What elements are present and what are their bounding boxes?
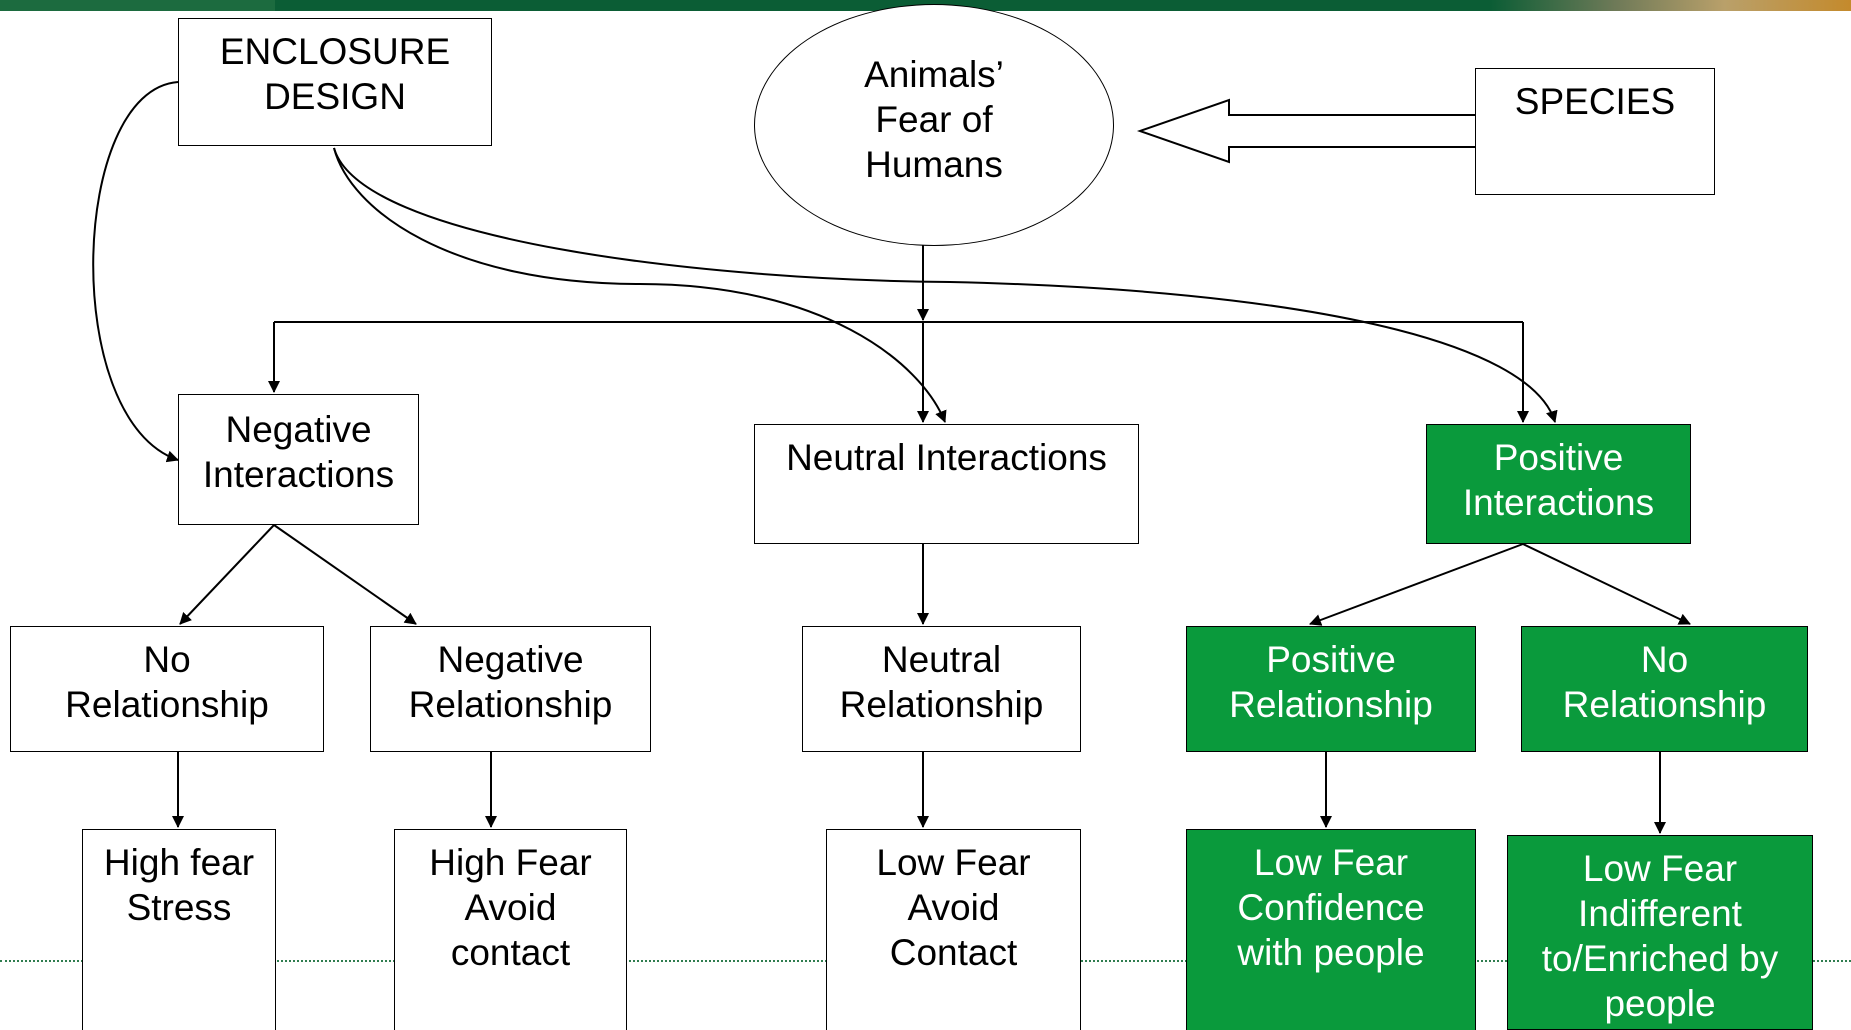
outcome-high-fear-stress-line-1: High fear [103, 842, 255, 883]
no-relationship-b-line-1: No [1640, 639, 1689, 680]
fear-line-2: Fear of [875, 99, 993, 140]
outcome-high-fear-avoid-box: High Fear Avoid contact [394, 829, 627, 1030]
outcome-low-fear-indifferent-box: Low Fear Indifferent to/Enriched by peop… [1507, 835, 1813, 1030]
neutral-relationship-box: Neutral Relationship [802, 626, 1081, 752]
outcome-low-fear-avoid-line-3: Contact [889, 932, 1018, 973]
neutral-relationship-line-2: Relationship [839, 684, 1044, 725]
no-relationship-box-negative-branch: No Relationship [10, 626, 324, 752]
negative-relationship-line-1: Negative [437, 639, 584, 680]
no-relationship-box-positive-branch: No Relationship [1521, 626, 1808, 752]
outcome-high-fear-stress-line-2: Stress [126, 887, 232, 928]
neutral-relationship-line-1: Neutral [881, 639, 1002, 680]
outcome-low-fear-indifferent-line-3: to/Enriched by [1541, 938, 1779, 979]
positive-interactions-box: Positive Interactions [1426, 424, 1691, 544]
species-hollow-arrow [1136, 98, 1475, 164]
header-bar-left-segment [0, 0, 275, 11]
positive-interactions-line-1: Positive [1493, 437, 1624, 478]
neutral-interactions-line-1: Neutral Interactions [786, 437, 1107, 478]
species-box: SPECIES [1475, 68, 1715, 195]
neutral-interactions-box: Neutral Interactions [754, 424, 1139, 544]
enclosure-design-box: ENCLOSURE DESIGN [178, 18, 492, 146]
outcome-low-fear-indifferent-line-1: Low Fear [1582, 848, 1738, 889]
connector-enclosure-to-positive [333, 147, 1558, 423]
outcome-low-fear-indifferent-line-2: Indifferent [1578, 893, 1742, 934]
no-relationship-b-line-2: Relationship [1562, 684, 1767, 725]
outcome-low-fear-indifferent-line-4: people [1604, 983, 1716, 1024]
negative-interactions-line-2: Interactions [202, 454, 395, 495]
species-line-1: SPECIES [1514, 81, 1676, 122]
positive-relationship-line-2: Relationship [1229, 684, 1433, 725]
outcome-high-fear-avoid-line-1: High Fear [429, 842, 592, 883]
outcome-low-fear-confidence-line-2: Confidence [1237, 887, 1425, 928]
outcome-low-fear-confidence-line-1: Low Fear [1253, 842, 1409, 883]
no-relationship-a-line-1: No [143, 639, 191, 680]
negative-interactions-box: Negative Interactions [178, 394, 419, 525]
enclosure-design-line-1: ENCLOSURE [219, 31, 451, 72]
outcome-low-fear-avoid-box: Low Fear Avoid Contact [826, 829, 1081, 1030]
negative-interactions-line-1: Negative [225, 409, 372, 450]
no-relationship-a-line-2: Relationship [65, 684, 269, 725]
outcome-high-fear-stress-box: High fear Stress [82, 829, 276, 1030]
connector-positive-to-positive-relationship [1309, 543, 1524, 626]
negative-relationship-line-2: Relationship [408, 684, 613, 725]
connector-negative-to-no-relationship [179, 524, 275, 625]
outcome-low-fear-confidence-box: Low Fear Confidence with people [1186, 829, 1476, 1030]
outcome-low-fear-confidence-line-3: with people [1237, 932, 1425, 973]
outcome-high-fear-avoid-line-2: Avoid [464, 887, 557, 928]
positive-interactions-line-2: Interactions [1462, 482, 1655, 523]
connector-negative-to-negative-relationship [273, 524, 417, 625]
fear-line-3: Humans [865, 144, 1003, 185]
connector-enclosure-to-neutral [333, 147, 947, 423]
positive-relationship-line-1: Positive [1266, 639, 1396, 680]
negative-relationship-box: Negative Relationship [370, 626, 651, 752]
enclosure-design-line-2: DESIGN [264, 76, 406, 117]
fear-of-humans-ellipse: Animals’ Fear of Humans [754, 4, 1114, 246]
outcome-low-fear-avoid-line-1: Low Fear [876, 842, 1031, 883]
outcome-low-fear-avoid-line-2: Avoid [907, 887, 1000, 928]
connector-positive-to-no-relationship [1522, 543, 1691, 625]
positive-relationship-box: Positive Relationship [1186, 626, 1476, 752]
connector-enclosure-to-negative [92, 81, 179, 463]
outcome-high-fear-avoid-line-3: contact [450, 932, 571, 973]
header-bar-image-strip [1490, 0, 1851, 11]
fear-line-1: Animals’ [864, 54, 1004, 95]
